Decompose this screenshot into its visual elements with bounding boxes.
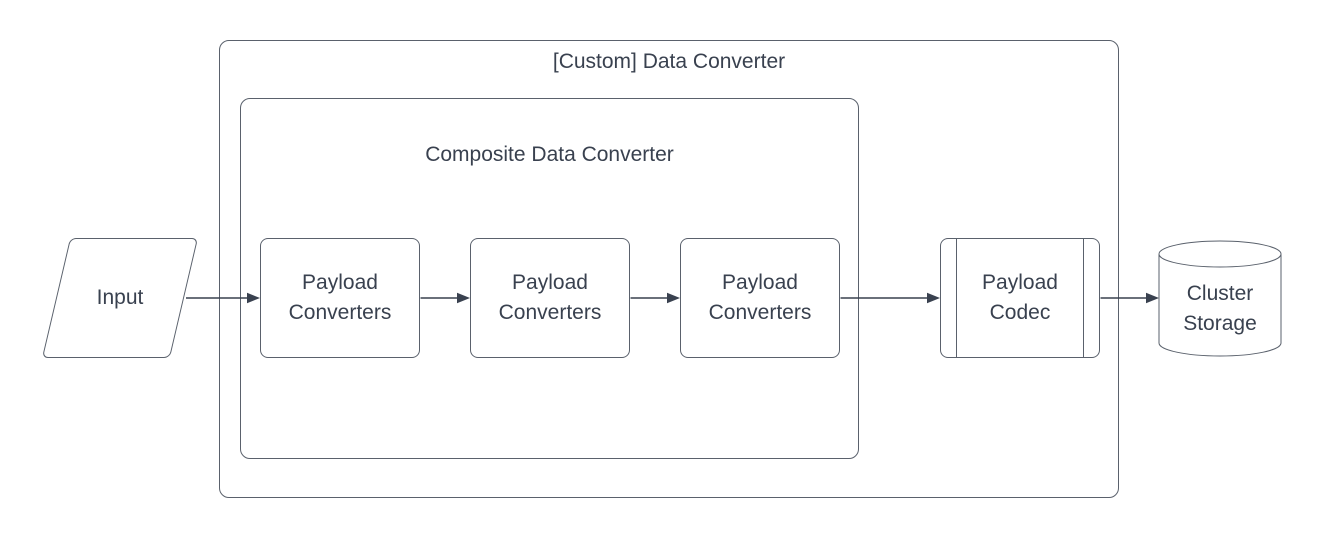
- payload-codec-label: Payload Codec: [982, 271, 1058, 324]
- codec-right-bar: [1083, 239, 1084, 357]
- custom-data-converter-title: [Custom] Data Converter: [552, 50, 786, 73]
- composite-data-converter-title: Composite Data Converter: [425, 143, 674, 166]
- payload-converters-label-2: Payload Converters: [498, 271, 602, 324]
- payload-converters-label-1: Payload Converters: [288, 271, 392, 324]
- cluster-storage-node: Cluster Storage: [1159, 261, 1281, 357]
- payload-codec-node: Payload Codec: [940, 238, 1100, 358]
- codec-left-bar: [956, 239, 957, 357]
- payload-converters-node-3: Payload Converters: [680, 238, 840, 358]
- input-label: Input: [96, 286, 144, 309]
- input-node: Input: [56, 238, 184, 358]
- payload-converters-node-1: Payload Converters: [260, 238, 420, 358]
- composite-data-converter-container: [240, 98, 859, 459]
- cluster-storage-label: Cluster Storage: [1183, 282, 1257, 335]
- custom-data-converter-container: [219, 40, 1119, 498]
- payload-converters-label-3: Payload Converters: [708, 271, 812, 324]
- payload-converters-node-2: Payload Converters: [470, 238, 630, 358]
